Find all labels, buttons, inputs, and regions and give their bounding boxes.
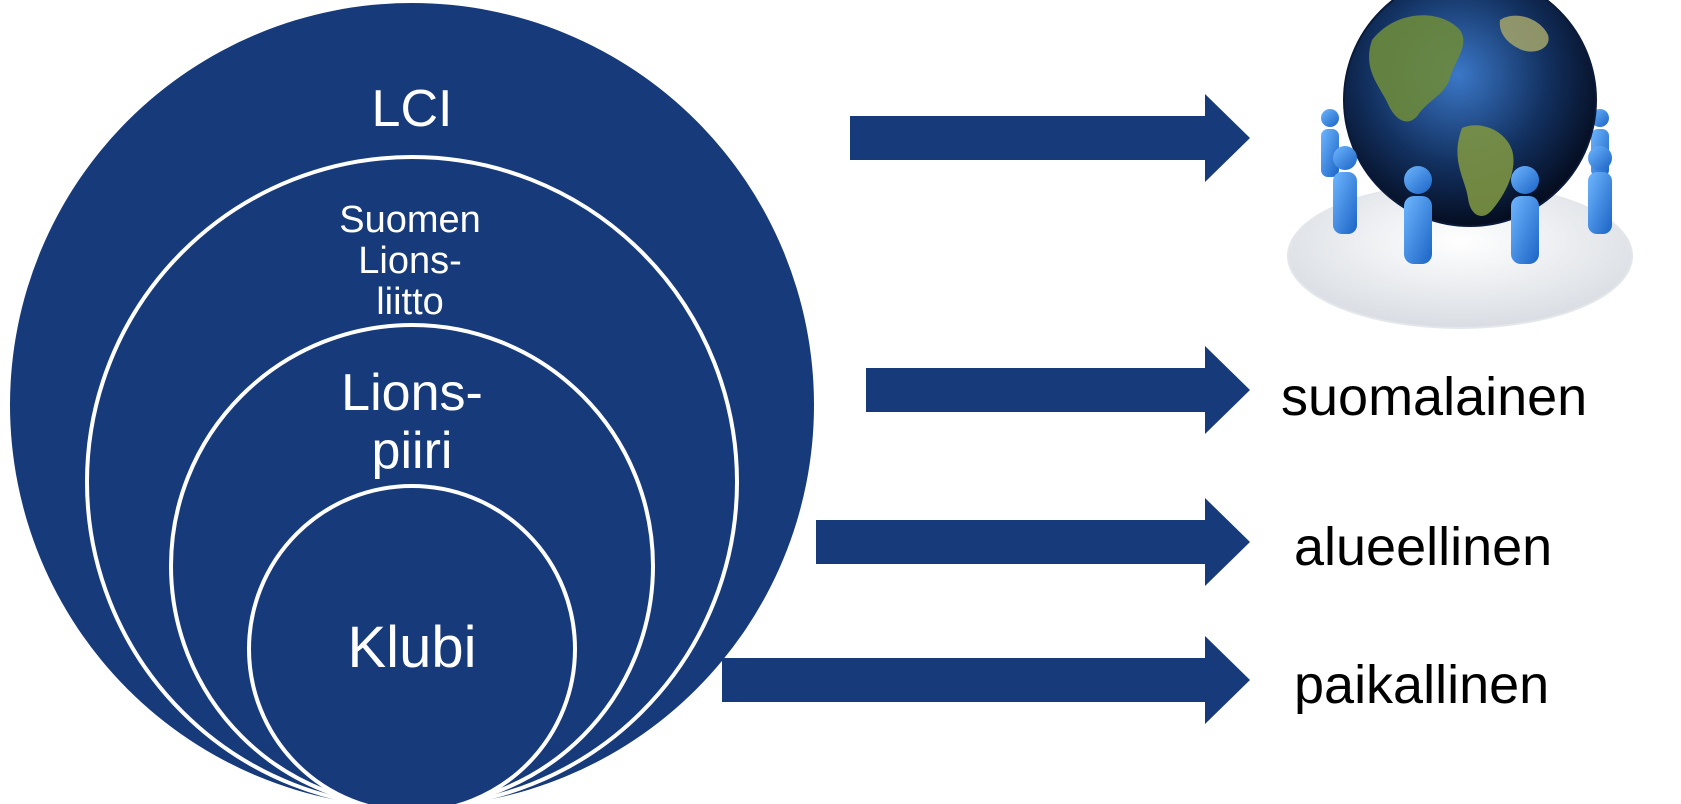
globe-with-people-icon — [1287, 0, 1633, 329]
arrow-lci — [850, 94, 1250, 182]
circle-labels: LCI Suomen Lions- liitto Lions- piiri Kl… — [339, 80, 483, 680]
arrow-federation — [866, 346, 1250, 434]
label-lci: LCI — [372, 80, 453, 138]
label-national-scope: suomalainen — [1281, 367, 1588, 427]
label-federation-line1: Suomen — [339, 199, 481, 241]
label-local-scope: paikallinen — [1294, 655, 1550, 715]
arrows — [722, 94, 1250, 724]
label-federation-line3: liitto — [376, 281, 444, 323]
label-club: Klubi — [348, 615, 477, 680]
nested-circles — [10, 3, 814, 804]
arrow-district — [816, 498, 1250, 586]
circle-club — [247, 484, 577, 804]
label-regional-scope: alueellinen — [1294, 517, 1553, 577]
label-federation-line2: Lions- — [358, 240, 462, 282]
label-district-line2: piiri — [372, 422, 453, 480]
label-district-line1: Lions- — [341, 364, 483, 422]
arrow-club — [722, 636, 1250, 724]
